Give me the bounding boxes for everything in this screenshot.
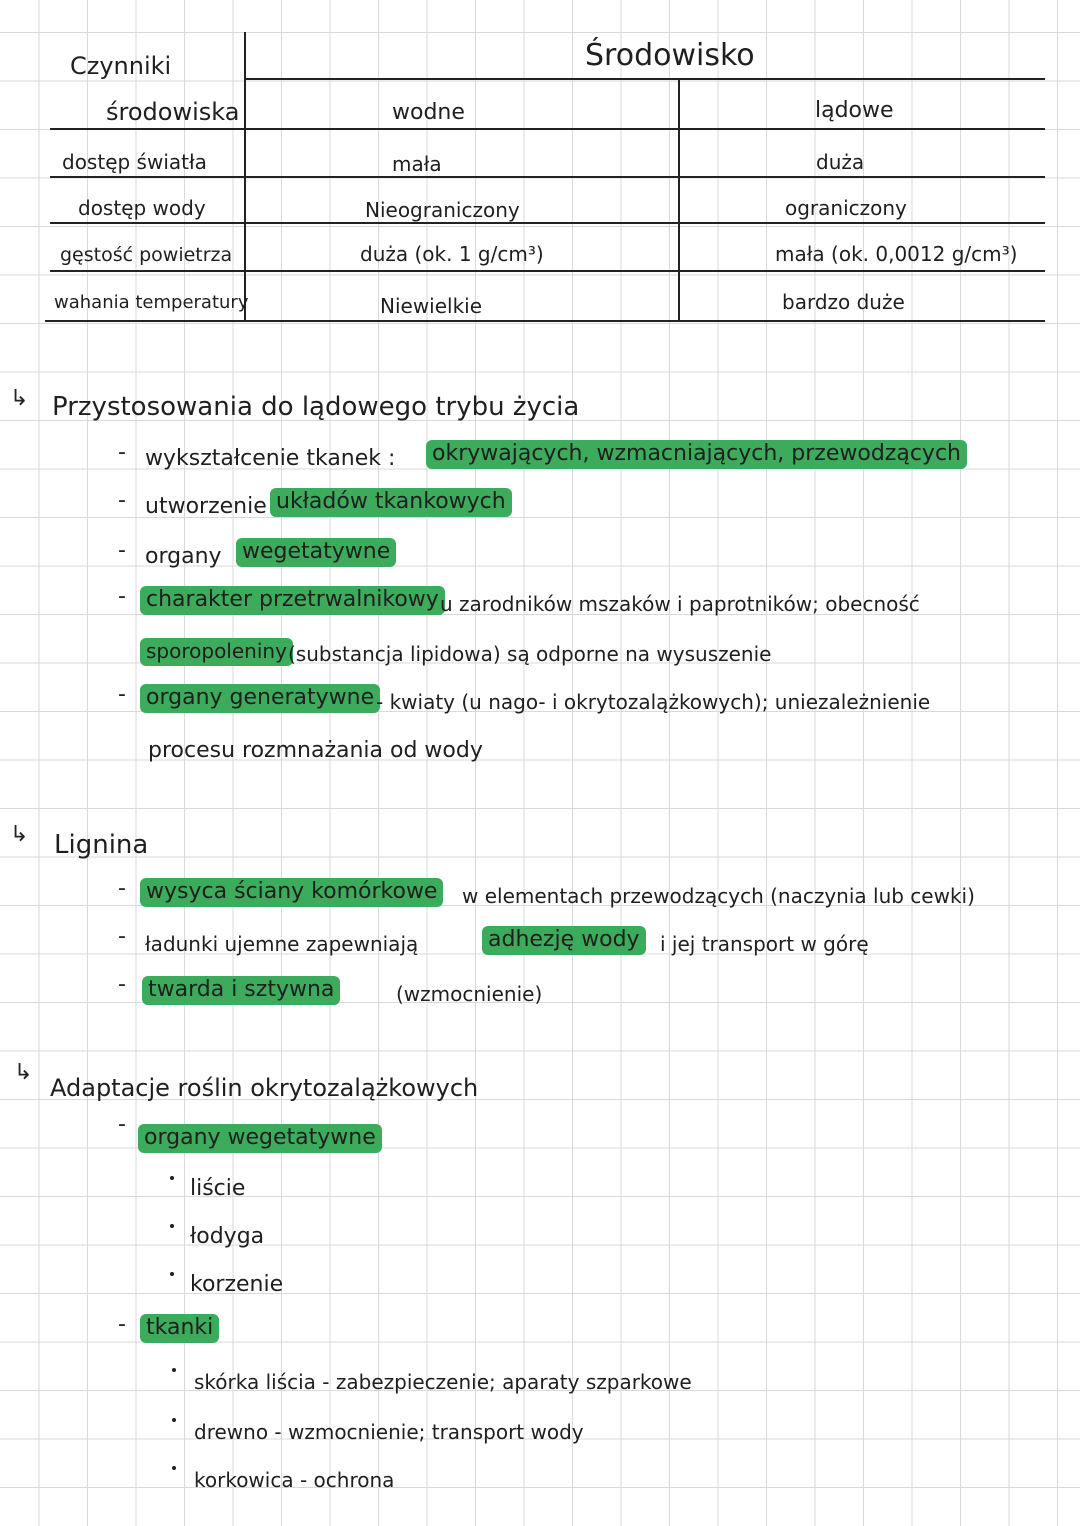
table-line bbox=[50, 270, 1045, 272]
section-title: Przystosowania do lądowego trybu życia bbox=[52, 392, 580, 422]
factor-cell: dostęp wody bbox=[78, 196, 206, 220]
header-left-line1: Czynniki bbox=[70, 52, 172, 80]
hook-arrow-icon: ↳ bbox=[10, 822, 29, 847]
table-line bbox=[45, 320, 1045, 322]
list-item-text: - kwiaty (u nago- i okrytozalążkowych); … bbox=[376, 690, 931, 714]
sub-list-item: korzenie bbox=[190, 1272, 284, 1297]
table-vline bbox=[244, 32, 246, 322]
highlight: wegetatywne bbox=[236, 538, 397, 567]
col-land-header: lądowe bbox=[815, 98, 894, 123]
hook-arrow-icon: ↳ bbox=[14, 1060, 33, 1085]
water-cell: Nieograniczony bbox=[365, 198, 520, 222]
section-title: Lignina bbox=[54, 830, 149, 860]
water-cell: duża (ok. 1 g/cm³) bbox=[360, 242, 544, 266]
list-item-text: utworzenie bbox=[145, 494, 267, 519]
section-title: Adaptacje roślin okrytozalążkowych bbox=[50, 1074, 479, 1102]
col-water-header: wodne bbox=[392, 100, 465, 125]
table-line bbox=[50, 222, 1045, 224]
header-top: Środowisko bbox=[585, 38, 755, 73]
list-item-text: u zarodników mszaków i paprotników; obec… bbox=[440, 592, 920, 616]
sub-list-item: korkowica - ochrona bbox=[194, 1468, 395, 1492]
list-item-text: w elementach przewodzących (naczynia lub… bbox=[462, 884, 975, 908]
bullet-dash: - bbox=[118, 972, 126, 997]
table-line bbox=[245, 78, 1045, 80]
land-cell: mała (ok. 0,0012 g/cm³) bbox=[775, 242, 1018, 266]
list-item-text: (substancja lipidowa) są odporne na wysu… bbox=[288, 642, 772, 666]
water-cell: Niewielkie bbox=[380, 294, 483, 318]
water-cell: mała bbox=[392, 152, 442, 176]
table-vline bbox=[678, 80, 680, 322]
factor-cell: dostęp światła bbox=[62, 150, 207, 174]
table-line bbox=[50, 128, 1045, 130]
bullet-dot bbox=[170, 1176, 174, 1180]
bullet-dash: - bbox=[118, 584, 126, 609]
list-item-text: (wzmocnienie) bbox=[396, 982, 543, 1006]
table-line bbox=[50, 176, 1045, 178]
bullet-dash: - bbox=[118, 538, 126, 563]
bullet-dash: - bbox=[118, 1112, 126, 1137]
sub-list-item: łodyga bbox=[190, 1224, 265, 1249]
list-item-text: wykształcenie tkanek : bbox=[145, 446, 396, 471]
list-item-text: organy bbox=[145, 544, 222, 569]
highlight: okrywających, wzmacniających, przewodząc… bbox=[426, 440, 967, 469]
list-item-text: ładunki ujemne zapewniają bbox=[145, 932, 419, 956]
bullet-dot bbox=[170, 1272, 174, 1276]
factor-cell: gęstość powietrza bbox=[60, 244, 233, 266]
sub-list-item: skórka liścia - zabezpieczenie; aparaty … bbox=[194, 1370, 692, 1394]
bullet-dash: - bbox=[118, 682, 126, 707]
land-cell: duża bbox=[816, 150, 865, 174]
sub-list-item: liście bbox=[190, 1176, 246, 1201]
highlight: tkanki bbox=[140, 1314, 220, 1343]
header-left-line2: środowiska bbox=[106, 98, 240, 126]
highlight: charakter przetrwalnikowy bbox=[140, 586, 445, 615]
bullet-dot bbox=[172, 1466, 176, 1470]
highlight: organy generatywne bbox=[140, 684, 381, 713]
list-item-text: procesu rozmnażania od wody bbox=[148, 738, 483, 763]
bullet-dash: - bbox=[118, 924, 126, 949]
hook-arrow-icon: ↳ bbox=[10, 386, 29, 411]
sub-list-item: drewno - wzmocnienie; transport wody bbox=[194, 1420, 584, 1444]
list-item-text: i jej transport w górę bbox=[660, 932, 869, 956]
highlight: wysyca ściany komórkowe bbox=[140, 878, 444, 907]
land-cell: bardzo duże bbox=[782, 290, 905, 314]
bullet-dash: - bbox=[118, 488, 126, 513]
bullet-dot bbox=[170, 1224, 174, 1228]
bullet-dash: - bbox=[118, 876, 126, 901]
land-cell: ograniczony bbox=[785, 196, 907, 220]
highlight: sporopoleniny bbox=[140, 638, 293, 666]
highlight: układów tkankowych bbox=[270, 488, 512, 517]
highlight: twarda i sztywna bbox=[142, 976, 341, 1005]
highlight: organy wegetatywne bbox=[138, 1124, 382, 1153]
bullet-dash: - bbox=[118, 440, 126, 465]
bullet-dot bbox=[172, 1368, 176, 1372]
bullet-dash: - bbox=[118, 1312, 126, 1337]
bullet-dot bbox=[172, 1418, 176, 1422]
factor-cell: wahania temperatury bbox=[54, 292, 249, 313]
highlight: adhezję wody bbox=[482, 926, 646, 955]
